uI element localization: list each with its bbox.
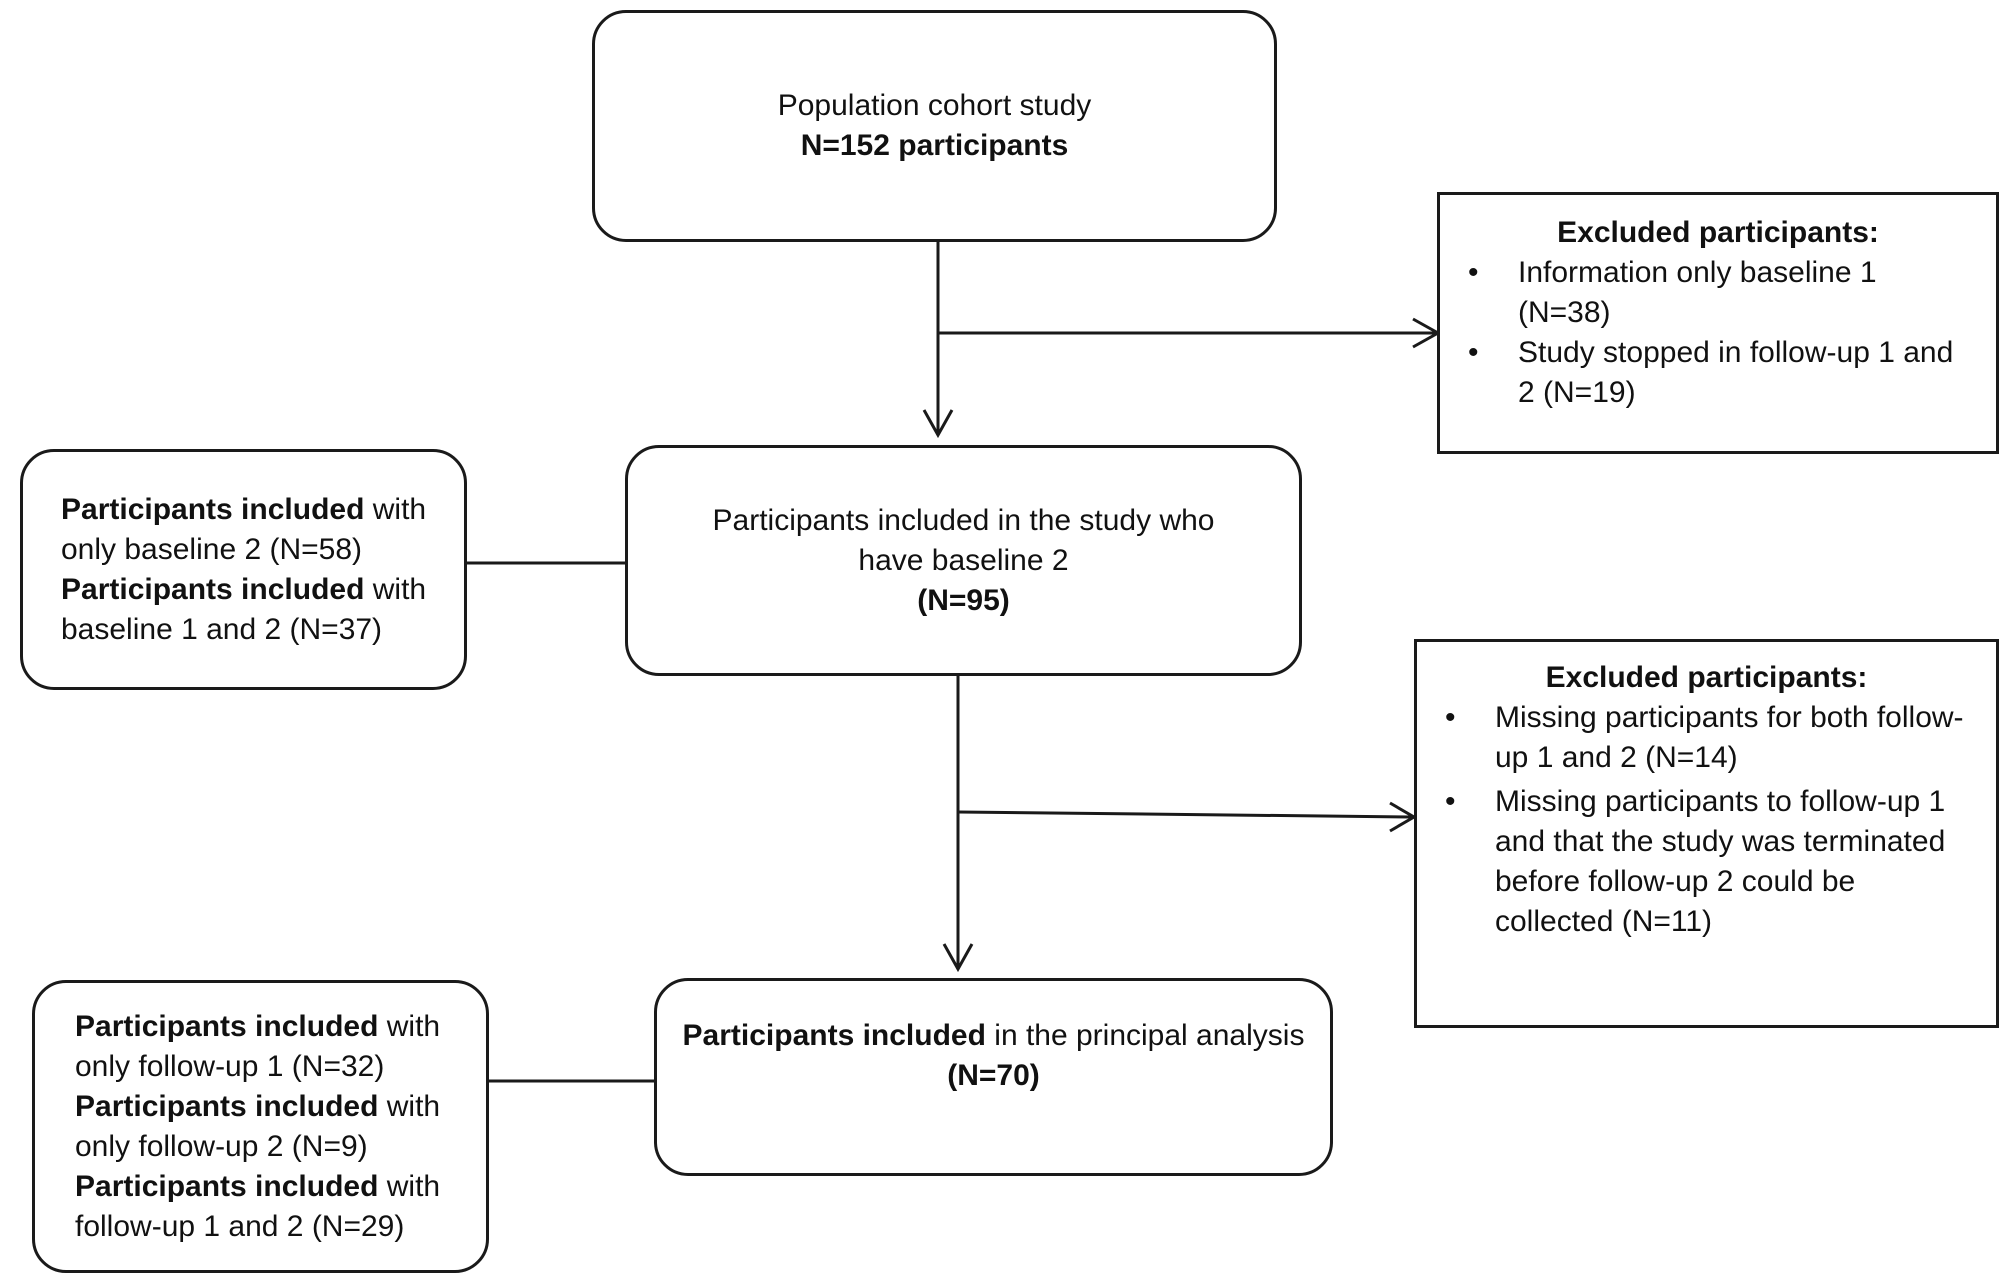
excluded2-list: Missing participants for both follow-up … xyxy=(1417,698,1996,942)
included-followup-row: Participants included with follow-up 1 a… xyxy=(75,1169,441,1243)
box-included-baseline2: Participants included in the study who h… xyxy=(625,445,1302,676)
excluded1-list: Information only baseline 1 (N=38) Study… xyxy=(1440,253,1996,413)
arrow-to-excluded2 xyxy=(957,810,1413,819)
box-population-cohort: Population cohort study N=152 participan… xyxy=(592,10,1277,242)
excluded1-item: Information only baseline 1 (N=38) xyxy=(1440,253,1976,333)
included-baseline-row: Participants included with only baseline… xyxy=(61,492,427,566)
arrowhead-top-to-middle xyxy=(922,409,954,439)
box-included-baseline: Participants included with only baseline… xyxy=(20,449,467,690)
included-baseline2-count: (N=95) xyxy=(917,583,1010,617)
principal-analysis-label: Participants included in the principal a… xyxy=(682,1019,1305,1052)
arrowhead-middle-to-bottom xyxy=(942,943,974,973)
excluded2-item: Missing participants for both follow-up … xyxy=(1417,698,1972,778)
principal-analysis-count: (N=70) xyxy=(947,1059,1040,1092)
population-cohort-count: N=152 participants xyxy=(800,129,1069,162)
included-followup-row: Participants included with only follow-u… xyxy=(75,1089,441,1163)
included-baseline-row: Participants included with baseline 1 an… xyxy=(61,572,427,646)
excluded2-item: Missing participants to follow-up 1 and … xyxy=(1417,782,1972,942)
box-included-followup: Participants included with only follow-u… xyxy=(32,980,489,1273)
excluded2-title: Excluded participants: xyxy=(1545,661,1868,694)
box-principal-analysis: Participants included in the principal a… xyxy=(654,978,1333,1176)
excluded1-title: Excluded participants: xyxy=(1557,216,1879,249)
population-cohort-label: Population cohort study xyxy=(777,89,1092,122)
included-followup-row: Participants included with only follow-u… xyxy=(75,1009,441,1083)
included-baseline2-label: Participants included in the study who h… xyxy=(712,503,1215,577)
box-excluded-participants-1: Excluded participants: Information only … xyxy=(1437,192,1999,454)
box-excluded-participants-2: Excluded participants: Missing participa… xyxy=(1414,639,1999,1028)
excluded1-item: Study stopped in follow-up 1 and 2 (N=19… xyxy=(1440,333,1976,413)
